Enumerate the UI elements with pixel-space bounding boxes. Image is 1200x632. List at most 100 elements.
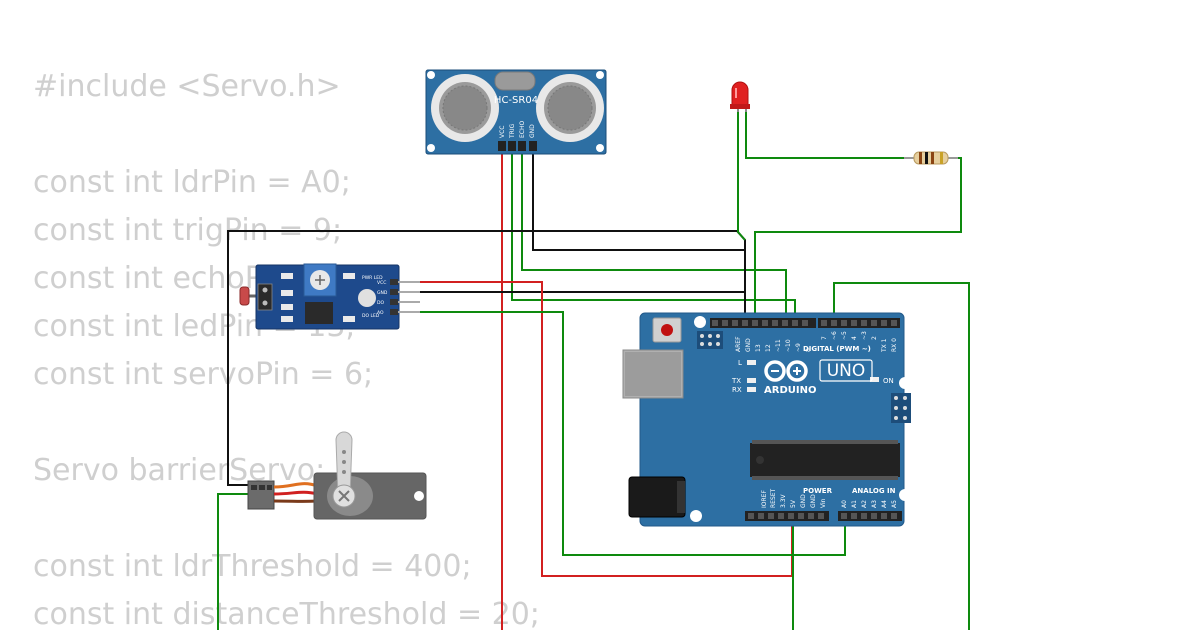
hcsr04-pin-label: VCC (499, 126, 506, 138)
ldr-sensor-module[interactable]: PWR LED DO LED VCC GND DO AO (239, 263, 420, 330)
mount-hole-icon (414, 491, 424, 501)
l-led-icon (747, 360, 756, 365)
analog-pin-label: A3 (871, 500, 878, 508)
hcsr04-pin[interactable] (508, 141, 516, 151)
power-jack[interactable] (628, 476, 686, 518)
digital-header-right[interactable] (818, 318, 900, 328)
analog-pin-label: A4 (881, 500, 888, 508)
arduino-brand-label: ARDUINO (764, 385, 816, 396)
analog-header[interactable] (838, 511, 902, 521)
photoresistor-icon (239, 286, 250, 306)
digital-pin-label: ~10 (785, 339, 792, 352)
uno-model-label: UNO (827, 361, 866, 381)
mount-hole-icon (690, 510, 702, 522)
wires (217, 108, 970, 630)
analog-pin-label: A1 (851, 500, 858, 508)
icsp2-header-icon (891, 393, 911, 423)
hcsr04-pin[interactable] (498, 141, 506, 151)
l-label: L (738, 359, 742, 367)
ldr-pin[interactable] (390, 309, 398, 315)
wire-ldr-gnd[interactable] (398, 291, 746, 322)
hc-sr04-sensor[interactable]: HC-SR04 VCC TRIG ECHO GND (425, 69, 607, 155)
power-pin-label: GND (800, 494, 807, 508)
mount-hole-icon (427, 71, 435, 79)
mount-hole-icon (694, 316, 706, 328)
digital-pin-label: ~11 (775, 339, 782, 352)
ldr-pin-label: VCC (377, 280, 386, 286)
comparator-chip-icon (305, 302, 333, 324)
icsp-header-icon (697, 331, 723, 349)
wire-led-cathode[interactable] (737, 108, 746, 241)
hcsr04-pin[interactable] (529, 141, 537, 151)
wire-pin6-down[interactable] (833, 282, 970, 630)
rx-label: RX (732, 386, 742, 394)
power-label: POWER (803, 487, 833, 495)
arduino-logo-icon (764, 360, 808, 382)
digital-pin-label: ~9 (795, 343, 802, 352)
wire-hcsr04-trig[interactable] (511, 150, 796, 322)
on-label: ON (883, 377, 894, 385)
digital-pin-holes (712, 320, 897, 326)
mount-hole-icon (899, 489, 911, 501)
pwr-led-label: PWR LED (362, 275, 383, 281)
arduino-uno-board[interactable]: AREF GND 13 12 ~11 ~10 ~9 8 7 ~6 ~5 4 ~3… (622, 312, 911, 527)
hcsr04-pin[interactable] (518, 141, 526, 151)
ldr-pin-label: GND (377, 290, 388, 296)
wire-servo-signal[interactable] (217, 493, 249, 630)
digital-pin-label: GND (745, 338, 752, 352)
ldr-pin-label: AO (377, 310, 384, 316)
mount-hole-icon (596, 144, 604, 152)
power-pin-label: GND (810, 494, 817, 508)
servo-motor[interactable] (247, 431, 427, 520)
code-line: const int ldrThreshold = 400; (33, 549, 472, 584)
hcsr04-pin-label: GND (529, 124, 536, 138)
digital-pin-label: AREF (735, 336, 742, 352)
wire-hcsr04-echo[interactable] (521, 150, 787, 322)
mount-hole-icon (427, 144, 435, 152)
power-pin-label: Vin (820, 498, 827, 508)
digital-pin-label: 12 (765, 344, 772, 352)
crystal-icon (494, 71, 536, 91)
digital-pin-label: 8 (805, 348, 812, 352)
transducer-right-icon (536, 74, 604, 142)
transducer-left-icon (431, 74, 499, 142)
digital-pin-label: 13 (755, 344, 762, 352)
hcsr04-label: HC-SR04 (494, 95, 538, 106)
resistor[interactable] (904, 151, 958, 165)
power-pin-label: IOREF (761, 490, 768, 508)
code-line: #include <Servo.h> (33, 69, 341, 104)
digital-pin-label: 2 (871, 336, 878, 340)
servo-horn-icon[interactable] (335, 431, 353, 497)
digital-pin-label: ~3 (861, 331, 868, 340)
red-led[interactable] (730, 81, 750, 112)
digital-pin-label: ~6 (831, 331, 838, 340)
do-led-label: DO LED (362, 313, 380, 319)
ldr-pin[interactable] (390, 299, 398, 305)
power-pin-label: 3.3V (780, 493, 787, 508)
analog-pin-label: A5 (891, 500, 898, 508)
bottom-pin-holes (748, 513, 897, 519)
digital-pin-label: RX 0 (891, 338, 898, 352)
rx-led-icon (747, 387, 756, 392)
tx-label: TX (731, 377, 741, 385)
wire-servo-gnd[interactable] (227, 230, 746, 486)
code-line: Servo barrierServo; (33, 453, 326, 488)
wire-led-anode[interactable] (745, 108, 912, 159)
analog-label: ANALOG IN (852, 487, 896, 495)
atmega-chip-icon (750, 440, 900, 480)
wire-ldr-ao[interactable] (398, 311, 846, 556)
digital-pin-label: 4 (851, 336, 858, 340)
power-header[interactable] (745, 511, 829, 521)
digital-label: DIGITAL (PWM ~) (803, 345, 871, 353)
power-pin-label: RESET (770, 488, 777, 508)
wire-hcsr04-gnd[interactable] (532, 150, 746, 322)
analog-pin-label: A0 (841, 500, 848, 508)
digital-pin-label: TX 1 (881, 338, 888, 353)
ldr-pin[interactable] (390, 289, 398, 295)
digital-pin-label: ~5 (841, 331, 848, 340)
ldr-pin[interactable] (390, 279, 398, 285)
power-pin-label: 5V (790, 499, 797, 508)
reset-button-icon[interactable] (661, 324, 673, 336)
analog-pin-label: A2 (861, 500, 868, 508)
